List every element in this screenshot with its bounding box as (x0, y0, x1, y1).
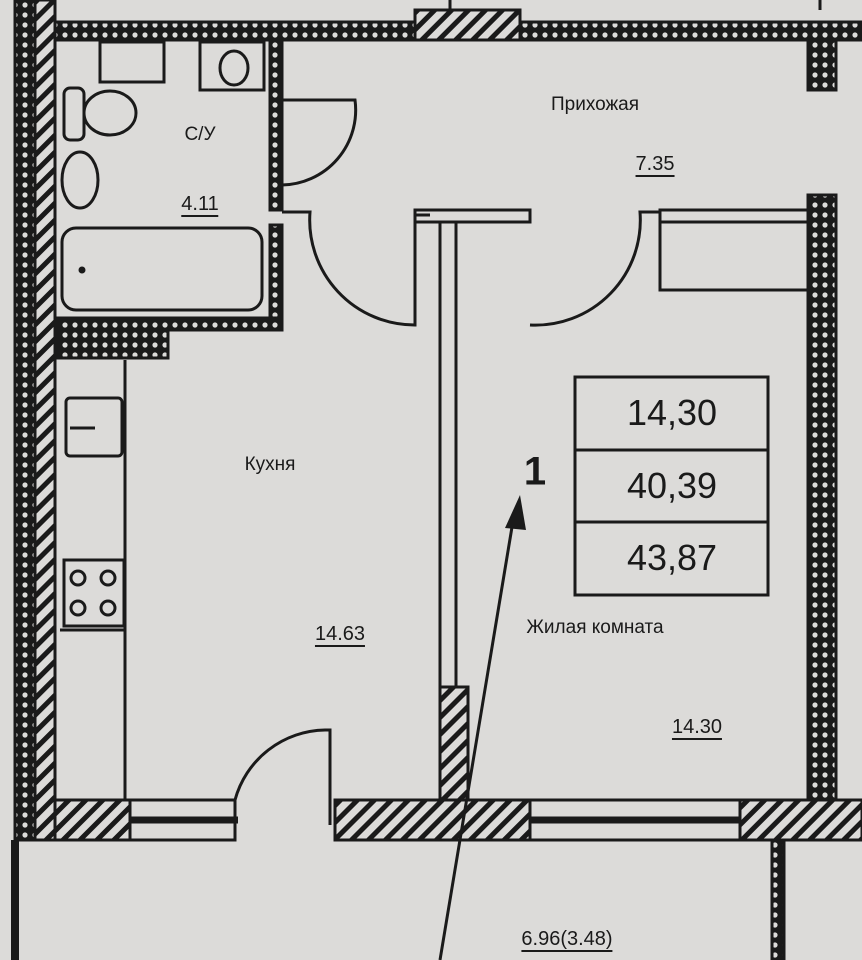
boiler (198, 40, 266, 92)
hallway-area: 7.35 (635, 153, 675, 177)
area-without-balcony-value: 40,39 (626, 465, 718, 506)
living-area-value: 14,30 (626, 392, 718, 433)
kitchen-label: Кухня (244, 454, 296, 475)
bathroom-area: 4.11 (181, 193, 219, 217)
partition-wall (438, 220, 458, 689)
bathroom-wall (268, 38, 284, 212)
area-info-box (573, 375, 770, 597)
hallway-label: Прихожая (550, 94, 640, 115)
kitchen-area: 14.63 (314, 623, 366, 647)
bathtub (60, 226, 264, 312)
bathroom-sink (60, 150, 100, 210)
total-area-value: 43,87 (626, 537, 718, 578)
arrow-head-icon (505, 495, 526, 530)
stove (62, 558, 126, 628)
balcony-partition (770, 838, 786, 960)
bottom-wall (53, 798, 132, 842)
toilet (62, 86, 86, 142)
living-room-area: 14.30 (671, 716, 723, 740)
outer-wall-right (806, 193, 838, 802)
washing-machine (98, 40, 166, 84)
living-room-label: Жилая комната (526, 617, 664, 638)
bathroom-label: С/У (184, 124, 216, 145)
balcony-area: 6.96(3.48) (521, 928, 613, 952)
room-count: 1 (523, 449, 547, 494)
kitchen-sink (64, 396, 124, 458)
pointer-arrow-line (438, 514, 516, 960)
